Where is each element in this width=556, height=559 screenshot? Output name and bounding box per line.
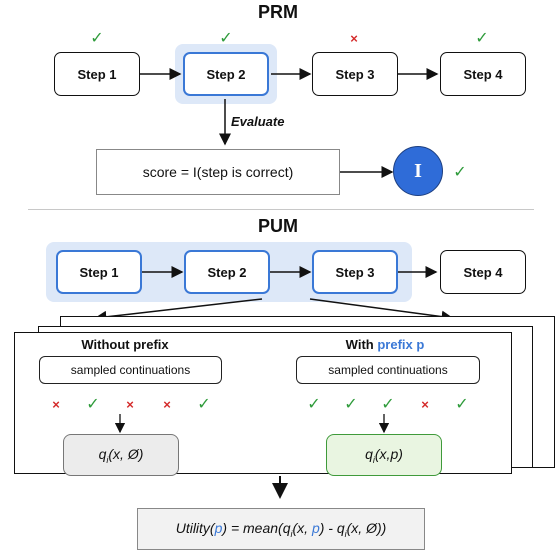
utility-formula-box: Utility(p) = mean(qi(x, p) - qi(x, Ø)) bbox=[137, 508, 425, 550]
q-with-prefix-box: qi(x,p) bbox=[326, 434, 442, 476]
prm-step-3: Step 3 bbox=[312, 52, 398, 96]
with-mark-2-check-icon: ✓ bbox=[344, 396, 358, 413]
prm-step-2: Step 2 bbox=[183, 52, 269, 96]
indicator-symbol: I bbox=[414, 159, 422, 182]
evaluate-label: Evaluate bbox=[231, 114, 285, 129]
prefix-p-label: prefix p bbox=[377, 337, 425, 352]
prm-step1-check-icon: ✓ bbox=[90, 30, 104, 47]
pum-title: PUM bbox=[258, 216, 298, 236]
prefix-to-right-arrow bbox=[309, 298, 454, 323]
utility-formula: Utility(p) = mean(qi(x, p) - qi(x, Ø)) bbox=[175, 519, 387, 539]
prm-step2-check-icon: ✓ bbox=[219, 30, 233, 47]
prm-step4-check-icon: ✓ bbox=[475, 30, 489, 47]
pum-step-4: Step 4 bbox=[440, 250, 526, 294]
prm-step-4: Step 4 bbox=[440, 52, 526, 96]
prm-title: PRM bbox=[258, 2, 298, 22]
prm-step-1: Step 1 bbox=[54, 52, 140, 96]
prm-step3-cross-icon: × bbox=[350, 31, 358, 46]
pum-step-3: Step 3 bbox=[312, 250, 398, 294]
with-prefix-title: With prefix p bbox=[345, 337, 425, 352]
with-mark-1-check-icon: ✓ bbox=[307, 396, 321, 413]
q-without-prefix-box: qi(x, Ø) bbox=[63, 434, 179, 476]
with-mark-5-check-icon: ✓ bbox=[455, 396, 469, 413]
pum-step-2: Step 2 bbox=[184, 250, 270, 294]
without-mark-5-check-icon: ✓ bbox=[197, 396, 211, 413]
without-mark-3-cross-icon: × bbox=[126, 397, 134, 412]
without-prefix-title: Without prefix bbox=[81, 337, 169, 352]
with-prefix-continuations-label: sampled continuations bbox=[328, 363, 448, 377]
without-prefix-continuations-label: sampled continuations bbox=[70, 363, 191, 377]
section-divider bbox=[28, 209, 534, 210]
indicator-check-icon: ✓ bbox=[453, 164, 467, 181]
with-mark-3-check-icon: ✓ bbox=[381, 396, 395, 413]
q-without-prefix-expr: qi(x, Ø) bbox=[98, 445, 144, 465]
score-formula-box: score = I(step is correct) bbox=[96, 149, 340, 195]
indicator-circle: I bbox=[393, 146, 443, 196]
prefix-to-left-arrow bbox=[94, 298, 263, 323]
with-mark-4-cross-icon: × bbox=[421, 397, 429, 412]
q-with-prefix-expr: qi(x,p) bbox=[365, 445, 403, 465]
with-prefix-continuations: sampled continuations bbox=[296, 356, 480, 384]
pum-step-1: Step 1 bbox=[56, 250, 142, 294]
without-mark-2-check-icon: ✓ bbox=[86, 396, 100, 413]
without-mark-1-cross-icon: × bbox=[52, 397, 60, 412]
without-prefix-continuations: sampled continuations bbox=[39, 356, 222, 384]
score-formula: score = I(step is correct) bbox=[142, 164, 294, 180]
without-mark-4-cross-icon: × bbox=[163, 397, 171, 412]
